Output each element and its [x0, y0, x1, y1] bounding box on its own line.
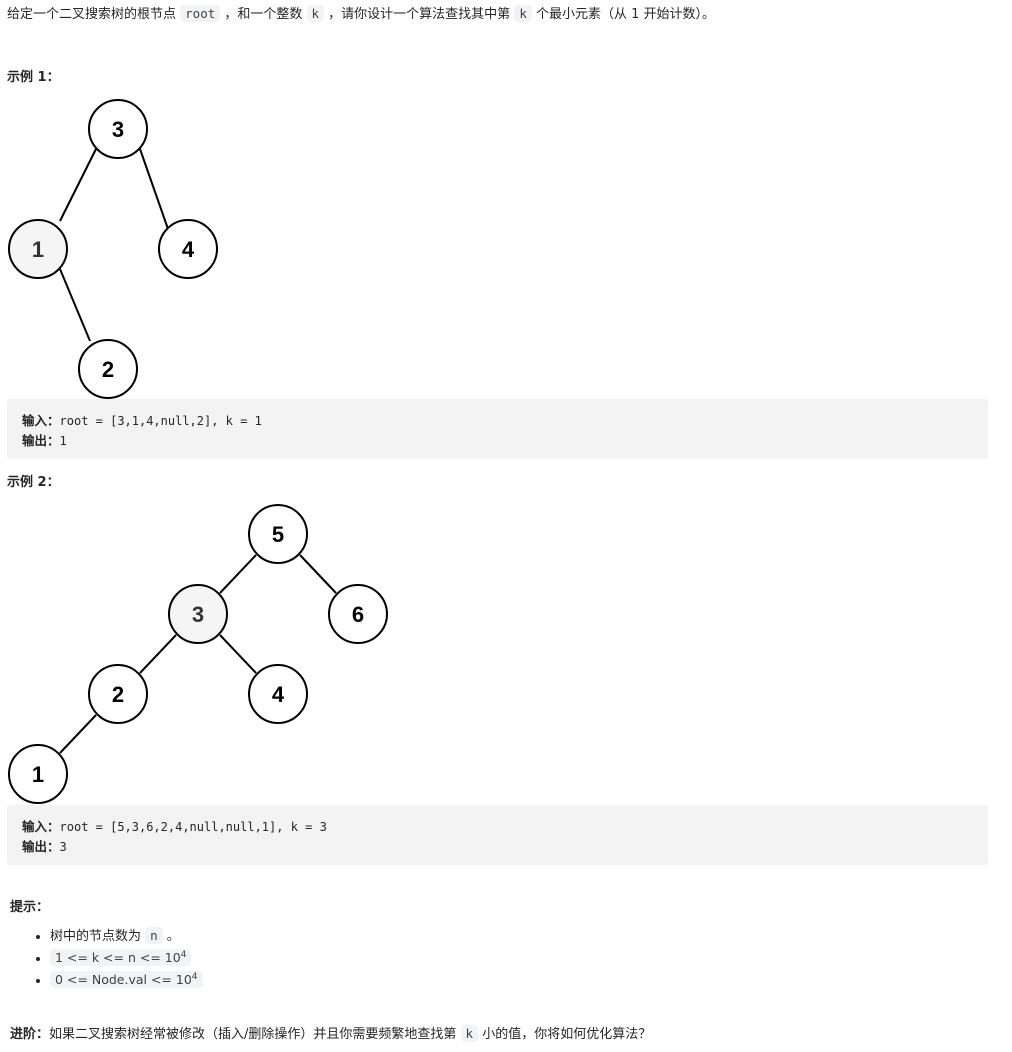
- tree-edge: [59, 268, 91, 342]
- svg-text:1: 1: [32, 762, 44, 787]
- statement-text: 个最小元素（从 1 开始计数）。: [531, 7, 716, 22]
- tree-node: 6: [328, 584, 388, 644]
- example-2-output: 输出：3: [22, 836, 67, 855]
- statement-text: 给定一个二叉搜索树的根节点: [7, 7, 181, 22]
- hints-title: 提示：: [10, 900, 50, 915]
- svg-text:4: 4: [182, 237, 195, 262]
- svg-text:3: 3: [112, 117, 124, 142]
- hint-item: 1 <= k <= n <= 104: [50, 946, 203, 968]
- example-2-title: 示例 2：: [7, 475, 60, 490]
- tree-edge: [59, 714, 97, 754]
- tree-node: 3: [88, 99, 148, 159]
- tree-edge: [219, 634, 257, 674]
- example-1-output: 输出：1: [22, 430, 67, 449]
- tree-node: 4: [158, 219, 218, 279]
- example-2-io-block: 输入：root = [5,3,6,2,4,null,null,1], k = 3…: [7, 805, 988, 865]
- input-value: root = [3,1,4,null,2], k = 1: [59, 414, 262, 428]
- tree-node: 2: [88, 664, 148, 724]
- hint-constraint-val: 0 <= Node.val <= 104: [50, 971, 203, 989]
- code-k: k: [460, 1025, 479, 1042]
- tree-node-highlighted: 1: [8, 219, 68, 279]
- statement-text: ，请你设计一个算法查找其中第: [324, 7, 515, 22]
- svg-text:1: 1: [32, 237, 44, 262]
- output-value: 1: [59, 434, 67, 448]
- code-n: n: [145, 927, 163, 944]
- svg-text:6: 6: [352, 602, 364, 627]
- svg-text:2: 2: [102, 357, 114, 382]
- tree-edge: [139, 634, 177, 674]
- example-1-title: 示例 1：: [7, 70, 60, 85]
- follow-up-label: 进阶：: [10, 1027, 50, 1042]
- tree-edge: [299, 554, 337, 594]
- tree-edge: [59, 148, 97, 222]
- example-1-input: 输入：root = [3,1,4,null,2], k = 1: [22, 410, 262, 429]
- example-2-tree-diagram: 5 3 6 2 4 1: [8, 504, 388, 804]
- output-label: 输出：: [22, 433, 60, 448]
- hint-constraint-k: 1 <= k <= n <= 104: [50, 949, 192, 967]
- example-2-input: 输入：root = [5,3,6,2,4,null,null,1], k = 3: [22, 816, 327, 835]
- output-label: 输出：: [22, 839, 60, 854]
- input-label: 输入：: [22, 819, 60, 834]
- problem-statement: 给定一个二叉搜索树的根节点 root ，和一个整数 k ，请你设计一个算法查找其…: [7, 4, 715, 25]
- code-k: k: [514, 5, 532, 22]
- tree-edge: [139, 148, 169, 230]
- svg-text:5: 5: [272, 522, 284, 547]
- example-1-tree-diagram: 3 1 4 2: [8, 99, 218, 399]
- svg-text:2: 2: [112, 682, 124, 707]
- code-root: root: [180, 5, 221, 22]
- tree-node: 2: [78, 339, 138, 399]
- tree-node: 1: [8, 744, 68, 804]
- follow-up: 进阶：如果二叉搜索树经常被修改（插入/删除操作）并且你需要频繁地查找第 k 小的…: [10, 1025, 652, 1042]
- statement-text: ，和一个整数: [220, 7, 307, 22]
- svg-text:4: 4: [272, 682, 285, 707]
- tree-edge: [219, 554, 257, 594]
- hint-item: 树中的节点数为 n 。: [50, 927, 203, 946]
- tree-node: 5: [248, 504, 308, 564]
- output-value: 3: [59, 840, 67, 854]
- tree-node: 4: [248, 664, 308, 724]
- input-value: root = [5,3,6,2,4,null,null,1], k = 3: [59, 820, 327, 834]
- hint-item: 0 <= Node.val <= 104: [50, 968, 203, 990]
- code-k: k: [306, 5, 325, 22]
- svg-text:3: 3: [192, 602, 204, 627]
- input-label: 输入：: [22, 413, 60, 428]
- tree-node-highlighted: 3: [168, 584, 228, 644]
- example-1-io-block: 输入：root = [3,1,4,null,2], k = 1 输出：1: [7, 399, 988, 459]
- hints-list: 树中的节点数为 n 。 1 <= k <= n <= 104 0 <= Node…: [30, 927, 203, 990]
